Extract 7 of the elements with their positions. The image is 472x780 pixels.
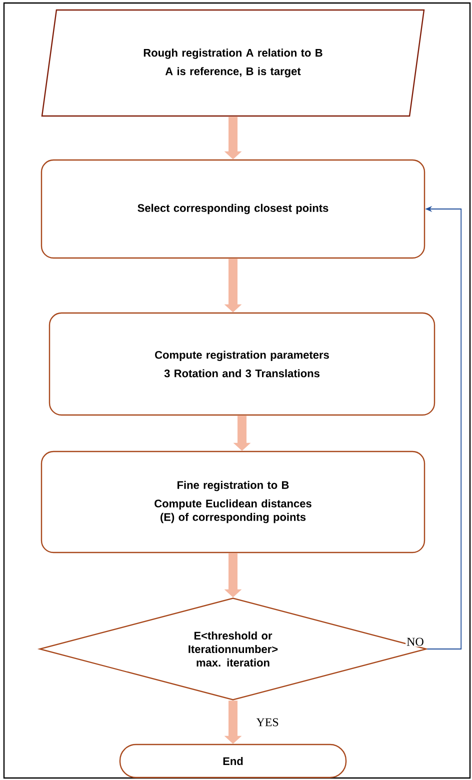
process-box: Compute registration parameters 3 Rotation and 3 Translations: [48, 312, 436, 416]
process-box: Fine registration to B Compute Euclidean distances (E) of corresponding points: [40, 450, 426, 554]
process-box: Select corresponding closest points: [40, 159, 426, 259]
terminator-box: End: [119, 744, 347, 778]
parallelogram-box: Rough registration A relation to B A is reference, B is target: [41, 9, 425, 117]
edge-label: NO: [406, 638, 424, 646]
edge-label: YES: [256, 718, 278, 726]
